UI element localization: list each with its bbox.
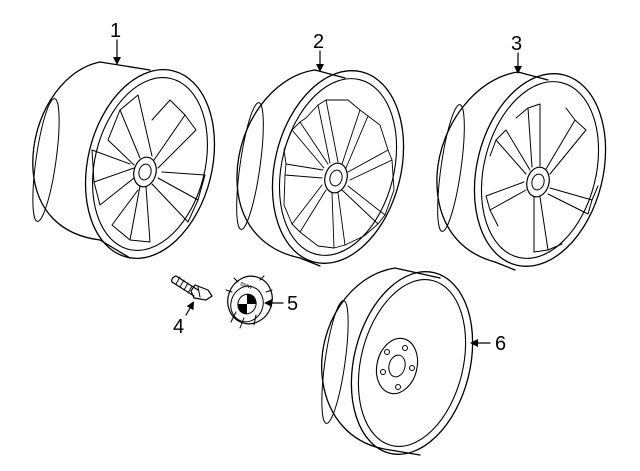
spare-wheel[interactable] xyxy=(316,259,490,468)
callout-5: 5 xyxy=(287,293,298,315)
callout-6: 6 xyxy=(495,333,506,355)
callout-2: 2 xyxy=(313,31,324,53)
callout-lines xyxy=(113,39,522,347)
callout-4: 4 xyxy=(173,316,184,338)
alloy-wheel-3[interactable] xyxy=(432,60,625,281)
wheel-bolt[interactable] xyxy=(171,275,213,301)
callout-3: 3 xyxy=(511,33,522,55)
callout-1: 1 xyxy=(110,20,121,42)
center-cap-logo: BMW xyxy=(239,281,253,291)
alloy-wheel-1[interactable] xyxy=(27,56,233,272)
alloy-wheel-2[interactable] xyxy=(231,57,423,278)
center-cap[interactable]: BMW xyxy=(221,270,279,330)
